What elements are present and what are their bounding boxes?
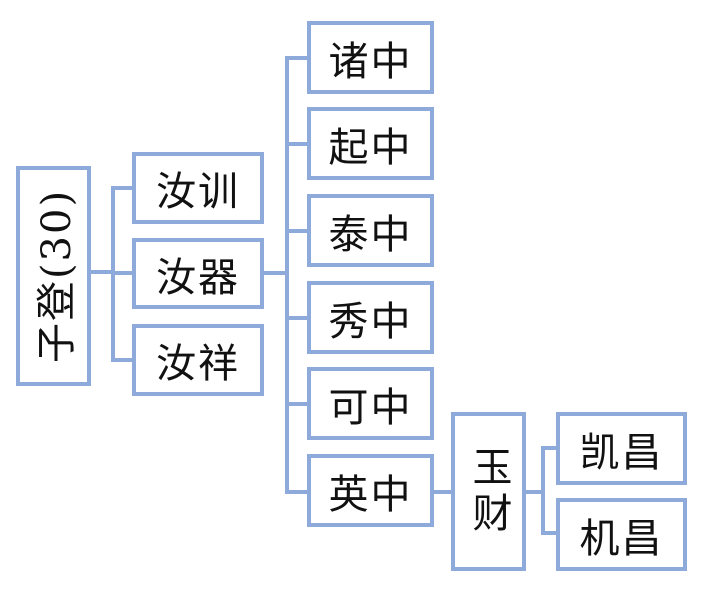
node-gen3: 英中 xyxy=(307,454,434,527)
node-gen5: 凯昌 xyxy=(556,412,687,485)
connector-gen5-1 xyxy=(541,446,559,450)
connector-gen2-2 xyxy=(111,271,135,275)
connector-gen3-5 xyxy=(285,402,309,406)
connector-gen3-vertical xyxy=(285,56,289,494)
node-gen2: 汝训 xyxy=(132,152,264,224)
connector-gen3-4 xyxy=(285,316,309,320)
node-label: 凯昌 xyxy=(579,429,664,476)
node-gen5: 机昌 xyxy=(556,498,687,571)
node-gen2: 汝器 xyxy=(132,238,264,309)
node-label: 诸中 xyxy=(328,38,413,85)
node-label: 汝器 xyxy=(156,254,240,301)
node-label: 汝祥 xyxy=(156,341,240,387)
connector-gen2-1 xyxy=(111,186,135,190)
connector-gen5-vertical xyxy=(541,446,545,535)
node-gen3: 诸中 xyxy=(307,21,434,94)
node-label: 子登(30) xyxy=(34,188,81,364)
node-gen3: 秀中 xyxy=(307,281,434,354)
node-label: 起中 xyxy=(328,124,413,171)
connector-gen3-6 xyxy=(285,490,309,494)
node-label: 泰中 xyxy=(328,211,413,258)
connector-ruqi xyxy=(262,271,289,275)
node-gen2: 汝祥 xyxy=(132,324,264,396)
connector-yingzhong xyxy=(432,490,454,494)
node-label: 秀中 xyxy=(328,298,413,345)
node-root: 子登(30) xyxy=(16,166,91,386)
node-gen3: 泰中 xyxy=(307,194,434,267)
node-label: 可中 xyxy=(328,384,413,431)
node-gen3: 可中 xyxy=(307,367,434,440)
connector-yucai xyxy=(524,490,545,494)
node-label: 英中 xyxy=(328,471,413,518)
connector-gen5-2 xyxy=(541,531,559,535)
node-gen4: 玉财 xyxy=(451,412,526,571)
node-label: 机昌 xyxy=(579,515,664,562)
node-label: 汝训 xyxy=(156,169,240,215)
connector-gen3-3 xyxy=(285,229,309,233)
connector-root xyxy=(90,270,115,274)
node-gen3: 起中 xyxy=(307,107,434,180)
node-label: 玉财 xyxy=(465,445,512,538)
connector-gen3-1 xyxy=(285,56,309,60)
connector-gen2-3 xyxy=(111,358,135,362)
connector-gen3-2 xyxy=(285,142,309,146)
